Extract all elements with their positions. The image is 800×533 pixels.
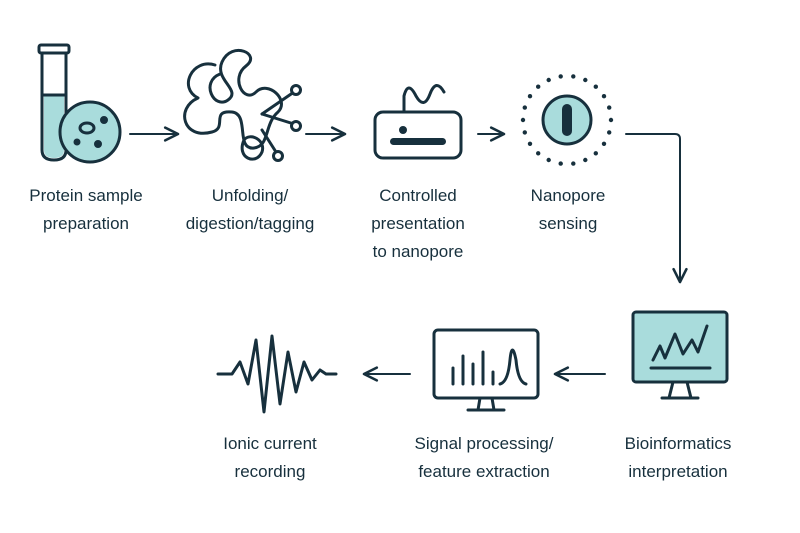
pore-dot — [607, 105, 612, 110]
label-line: Nanopore — [530, 186, 606, 205]
pore-dot — [546, 157, 551, 163]
label-unfolding-digestion-tagging: Unfolding/ digestion/tagging — [186, 182, 315, 238]
test-tube-and-petri-dish-icon — [37, 43, 122, 164]
label-line: Signal processing/ — [414, 434, 554, 453]
label-line: sensing — [538, 214, 598, 233]
label-line: Bioinformatics — [624, 434, 732, 453]
pore-dot — [593, 84, 598, 89]
label-protein-sample-preparation: Protein sample preparation — [29, 182, 142, 238]
label-line: Controlled — [379, 186, 457, 205]
pore-dot — [583, 77, 588, 83]
pore-dot — [558, 74, 563, 79]
pore-dot — [520, 117, 526, 123]
label-line: Ionic current — [223, 434, 317, 453]
nanopore-icon — [520, 74, 614, 166]
label-controlled-presentation: Controlled presentation to nanopore — [371, 182, 465, 266]
waveform-icon — [216, 334, 338, 414]
label-line: Protein sample — [29, 186, 143, 205]
label-line: Unfolding/ — [211, 186, 289, 205]
pore-dot — [546, 77, 551, 83]
label-line: digestion/tagging — [185, 214, 315, 233]
pore-dot — [558, 161, 563, 166]
pore-dot — [571, 161, 576, 166]
pore-dot — [536, 151, 541, 156]
pore-dot — [608, 117, 614, 123]
label-line: recording — [234, 462, 306, 481]
connectors — [129, 126, 688, 382]
chip-device-icon — [373, 84, 463, 160]
label-line: presentation — [371, 214, 465, 233]
label-nanopore-sensing: Nanopore sensing — [531, 182, 606, 238]
pore-dot — [571, 74, 576, 79]
label-line: to nanopore — [372, 242, 464, 261]
pore-dot — [601, 141, 607, 146]
pore-dot — [527, 94, 533, 99]
label-line: feature extraction — [418, 462, 550, 481]
pore-dot — [522, 130, 527, 135]
label-line: preparation — [42, 214, 130, 233]
pore-dot — [527, 141, 533, 146]
pore-dot — [607, 130, 612, 135]
monitor-graph-icon — [631, 310, 729, 400]
monitor-peaks-icon — [432, 328, 540, 412]
pore-dot — [522, 105, 527, 110]
label-signal-processing: Signal processing/ feature extraction — [415, 430, 554, 486]
label-line: interpretation — [628, 462, 728, 481]
label-bioinformatics-interpretation: Bioinformatics interpretation — [625, 430, 732, 486]
pore-dot — [536, 84, 541, 89]
pore-dot — [593, 151, 598, 156]
arrow-4-to-5 — [625, 133, 688, 284]
pore-dot — [583, 157, 588, 163]
pore-dot — [601, 94, 607, 99]
tangled-protein-scissors-icon — [183, 49, 302, 162]
label-ionic-current-recording: Ionic current recording — [223, 430, 317, 486]
